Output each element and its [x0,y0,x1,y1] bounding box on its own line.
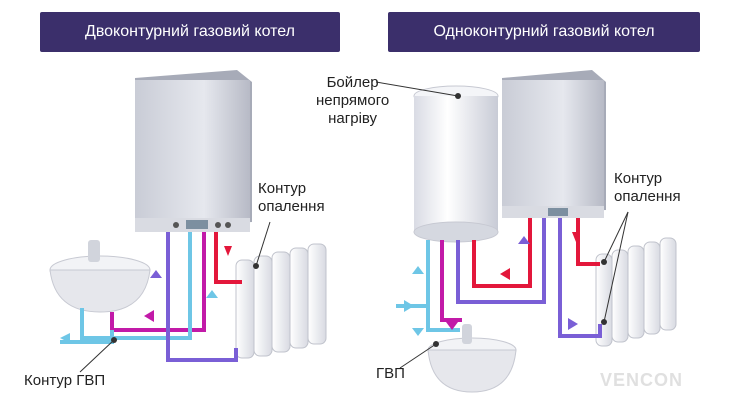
heating-pointer-line-right-1 [603,211,629,263]
boiler-display [186,220,208,229]
heating-pointer-dot-left [253,263,259,269]
label-heating-circuit-right-line-2: опалення [614,188,681,205]
heating-pointer-line-right-2 [603,211,629,323]
label-dhw-circuit-left: Контур ГВП [24,372,106,389]
label-indirect-boiler-line-3: нагріву [328,110,378,127]
radiator-right [595,237,677,347]
label-heating-circuit-left-line-1: Контур [258,180,307,197]
indirect-heating-tank [413,85,499,243]
sink-right [427,324,517,393]
double-circuit-boiler-unit [135,70,252,232]
label-indirect-boiler-line-1: Бойлер [326,74,379,91]
label-indirect-boiler-line-2: непрямого [316,92,390,109]
boiler-body-right [502,80,604,208]
heating-pointer-line-left [255,221,271,267]
dhw-pointer-line-right [399,343,437,369]
sink-left [49,240,151,313]
label-indirect-boiler: Бойлер непрямого нагріву [316,74,389,128]
label-heating-circuit-right-line-1: Контур [614,170,663,187]
label-heating-circuit-left-line-2: опалення [258,198,325,215]
dhw-pointer-line-left [79,339,115,373]
title-single-circuit-boiler: Одноконтурний газовий котел [388,12,700,52]
boiler-body [135,80,250,220]
flow-arrows-left [60,246,232,343]
single-circuit-boiler-unit [502,70,606,218]
radiator-left [235,243,327,359]
label-heating-circuit-right: Контур опалення [614,170,681,206]
label-dhw-right: ГВП [376,365,405,382]
boiler-pointer-line [375,81,459,97]
pipes-left [60,232,242,362]
brand-logo: VENCON [600,370,684,390]
title-double-circuit-boiler: Двоконтурний газовий котел [40,12,340,52]
boiler-display-right [548,208,568,216]
flow-arrows-right [404,232,580,336]
label-heating-circuit-left: Контур опалення [258,180,325,216]
